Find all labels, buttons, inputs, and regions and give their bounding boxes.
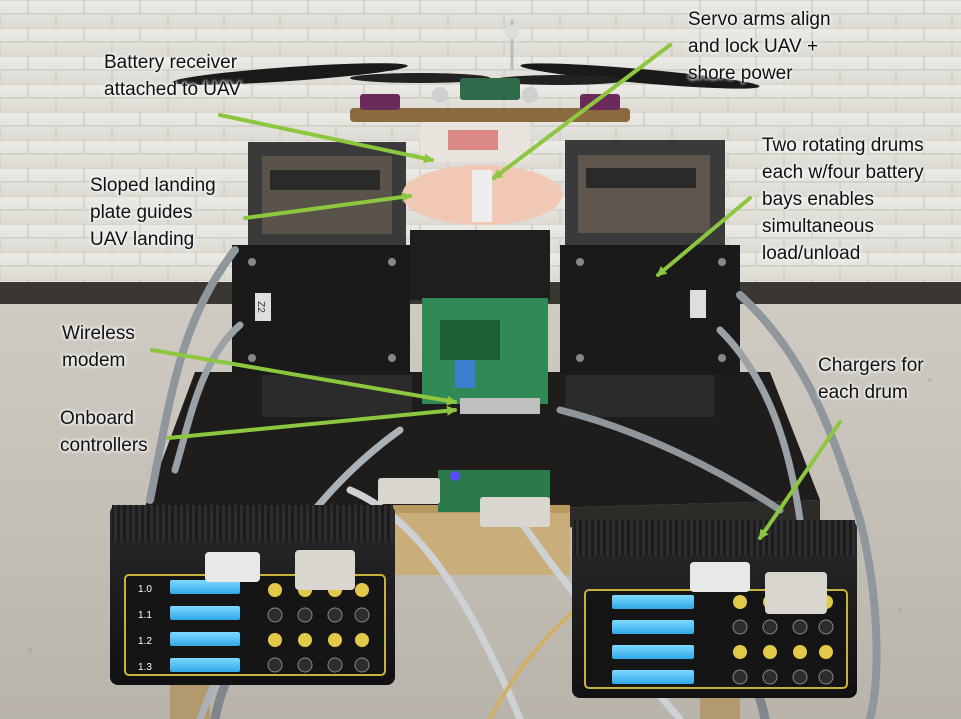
label-servo-arms: Servo arms align and lock UAV + shore po… <box>688 9 831 84</box>
arrow-battery-receiver <box>218 113 434 164</box>
serial-connector-2 <box>480 497 550 527</box>
drum-left: Z2 <box>232 142 412 417</box>
charger-left-channel-4: 1.3 <box>138 662 152 673</box>
label-wireless-modem: Wireless modem <box>62 323 135 371</box>
arrow-servo-arms <box>492 43 672 180</box>
drum-left-tag: Z2 <box>255 301 266 313</box>
label-sloped-plate: Sloped landing plate guides UAV landing <box>90 175 216 250</box>
charger-left-channel-1: 1.0 <box>138 584 152 595</box>
charger-left-channel-2: 1.1 <box>138 610 152 621</box>
label-battery-receiver: Battery receiver attached to UAV <box>104 52 241 100</box>
charger-left: 1.0 1.1 1.2 1.3 <box>110 505 395 685</box>
controller-stack <box>410 230 550 512</box>
arrow-wireless-modem <box>150 348 457 406</box>
serial-connector <box>378 478 440 504</box>
arrow-drums <box>656 196 752 277</box>
arrow-sloped-plate <box>243 192 412 220</box>
arrow-controllers <box>166 405 457 440</box>
drum-right <box>560 140 740 417</box>
label-drums: Two rotating drums each w/four battery b… <box>762 135 924 264</box>
uav <box>172 20 760 162</box>
arrow-chargers <box>758 420 842 540</box>
charger-left-channel-3: 1.2 <box>138 636 152 647</box>
label-chargers: Chargers for each drum <box>818 355 924 403</box>
label-controllers: Onboard controllers <box>60 408 148 456</box>
charger-right <box>572 520 857 698</box>
